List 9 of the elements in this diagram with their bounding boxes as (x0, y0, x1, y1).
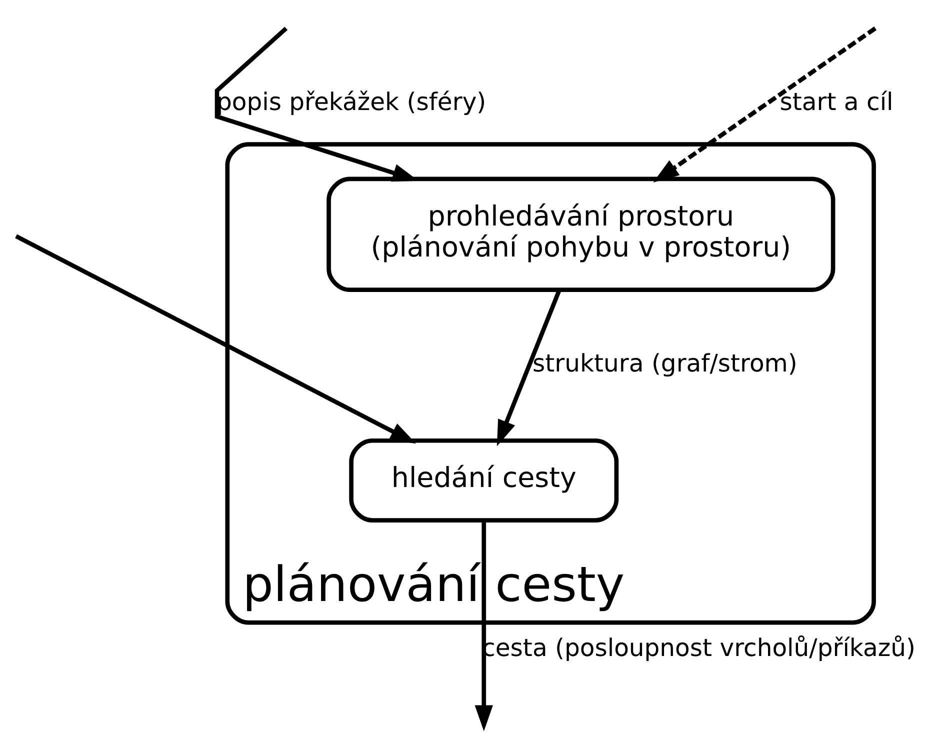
arrow (653, 26, 877, 183)
arrow (474, 520, 493, 732)
arrow (496, 289, 562, 446)
edge-label: popis překážek (sféry) (216, 86, 486, 116)
edge-label: struktura (graf/strom) (532, 348, 798, 378)
edge-label: start a cíl (780, 86, 894, 116)
node-box: hledání cesty (349, 438, 619, 522)
arrow (15, 234, 416, 444)
node-box: prohledávání prostoru (plánování pohybu v prostoru) (326, 176, 836, 292)
